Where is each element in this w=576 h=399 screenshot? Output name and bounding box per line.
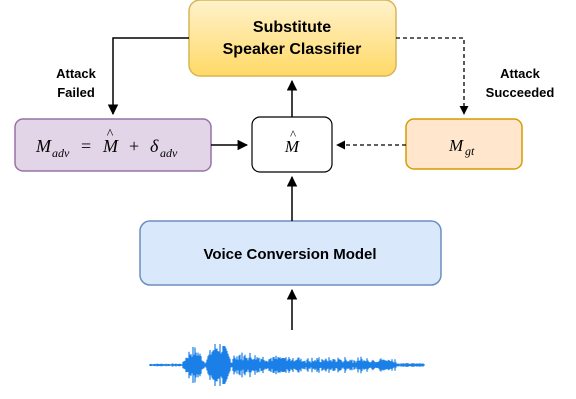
mhat-node[interactable]: M ^ (251, 116, 333, 173)
madv-mhat: M (102, 136, 119, 156)
madv-node[interactable]: M adv = M ^ + δ adv (14, 118, 212, 172)
madv-mhat-hat: ^ (107, 127, 114, 142)
madv-delta: δ (150, 136, 159, 156)
classifier-node[interactable]: Substitute Speaker Classifier (188, 0, 397, 77)
vc-model-label: Voice Conversion Model (203, 246, 376, 263)
classifier-title-line1: Substitute (253, 19, 331, 36)
waveform-icon (149, 344, 425, 386)
mgt-node[interactable]: M gt (405, 118, 523, 170)
attack-succeeded-label-line1: Attack (500, 66, 541, 81)
vc-model-node[interactable]: Voice Conversion Model (139, 220, 442, 286)
vc-model-box (139, 220, 442, 286)
madv-delta-sub: adv (160, 146, 178, 160)
madv-equals: = (81, 136, 91, 156)
mgt-box (405, 118, 523, 170)
edge-attack-succeeded (396, 37, 469, 115)
attack-failed-label-line1: Attack (56, 66, 97, 81)
madv-lhs: M (35, 136, 52, 156)
attack-succeeded-label-line2: Succeeded (486, 85, 555, 100)
attack-failed-label-line2: Failed (57, 85, 95, 100)
edge-attack-failed (107, 37, 189, 116)
classifier-title-line2: Speaker Classifier (223, 41, 362, 58)
mgt-sub: gt (465, 144, 475, 158)
madv-plus: + (129, 136, 139, 156)
classifier-box (188, 0, 397, 77)
mhat-hat: ^ (290, 127, 296, 142)
madv-lhs-sub: adv (52, 146, 70, 160)
mgt-symbol: M (448, 136, 464, 155)
mhat-symbol: M (284, 137, 300, 156)
